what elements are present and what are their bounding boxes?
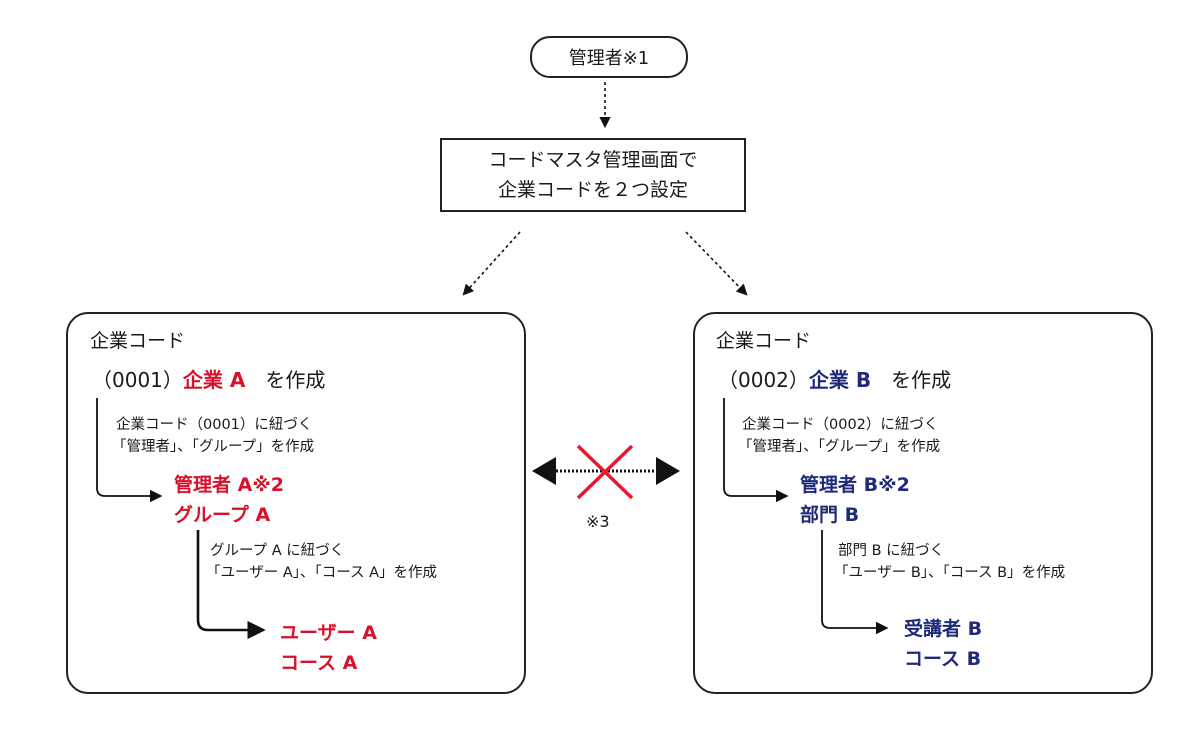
company-a-code: （0001） (92, 368, 183, 392)
group-a-entities: ユーザー A コース A (280, 618, 377, 678)
group-a-note-line-2: 「ユーザー A」、「コース A」を作成 (206, 565, 438, 581)
separation-note: ※3 (586, 512, 610, 531)
company-b-entities: 管理者 B※2 部門 B (800, 470, 910, 530)
company-b-group: 部門 B (800, 504, 860, 526)
company-a-name: 企業 A (182, 368, 246, 392)
company-b-note-line-2: 「管理者」、「グループ」を作成 (738, 439, 941, 455)
company-a-panel (66, 312, 526, 694)
company-b-note-line-1: 企業コード（0002）に紐づく (742, 417, 939, 433)
separation-arrowhead-left (532, 457, 556, 485)
company-a-group: グループ A (174, 504, 271, 526)
elbow-arrow-b-admin (723, 398, 789, 503)
elbow-arrow-b-user (821, 530, 889, 635)
company-a-course: コース A (280, 652, 358, 674)
company-a-note-line-2: 「管理者」、「グループ」を作成 (112, 439, 315, 455)
group-b-entities: 受講者 B コース B (904, 614, 982, 674)
admin-node-label: 管理者※1 (568, 48, 650, 69)
group-b-note: 部門 B に紐づく 「ユーザー B」、「コース B」を作成 (834, 540, 1065, 584)
company-a-title: （0001）企業 A を作成 (92, 364, 325, 393)
company-b-title: （0002）企業 B を作成 (718, 364, 951, 393)
company-b-suffix: を作成 (871, 368, 952, 392)
company-a-user: ユーザー A (280, 622, 377, 644)
company-a-note: 企業コード（0001）に紐づく 「管理者」、「グループ」を作成 (112, 414, 314, 458)
company-a-admin: 管理者 A※2 (174, 474, 285, 496)
company-b-name: 企業 B (808, 368, 872, 392)
company-a-entities: 管理者 A※2 グループ A (174, 470, 284, 530)
setup-line-2: 企業コードを２つ設定 (497, 179, 688, 201)
company-b-code: （0002） (718, 368, 809, 392)
separation-arrowhead-right (656, 457, 680, 485)
elbow-arrow-a-user (196, 530, 266, 640)
company-b-note: 企業コード（0002）に紐づく 「管理者」、「グループ」を作成 (738, 414, 940, 458)
arrow-setup-to-company-a (462, 231, 521, 296)
group-a-note-line-1: グループ A に紐づく (210, 543, 345, 559)
company-a-suffix: を作成 (245, 368, 326, 392)
company-b-user: 受講者 B (904, 618, 983, 640)
company-b-course: コース B (904, 648, 982, 670)
elbow-arrow-a-admin (96, 398, 163, 503)
company-a-note-line-1: 企業コード（0001）に紐づく (116, 417, 313, 433)
prohibited-cross-icon (576, 444, 634, 500)
admin-node: 管理者※1 (530, 36, 688, 78)
group-a-note: グループ A に紐づく 「ユーザー A」、「コース A」を作成 (206, 540, 437, 584)
arrow-setup-to-company-b (685, 231, 748, 296)
company-b-code-label: 企業コード (716, 330, 812, 352)
company-a-code-label: 企業コード (90, 330, 186, 352)
group-b-note-line-1: 部門 B に紐づく (838, 543, 945, 559)
code-master-setup-node: コードマスタ管理画面で 企業コードを２つ設定 (440, 138, 746, 212)
setup-line-1: コードマスタ管理画面で (488, 149, 698, 171)
group-b-note-line-2: 「ユーザー B」、「コース B」を作成 (834, 565, 1066, 581)
company-b-admin: 管理者 B※2 (800, 474, 910, 496)
company-b-panel (693, 312, 1153, 694)
